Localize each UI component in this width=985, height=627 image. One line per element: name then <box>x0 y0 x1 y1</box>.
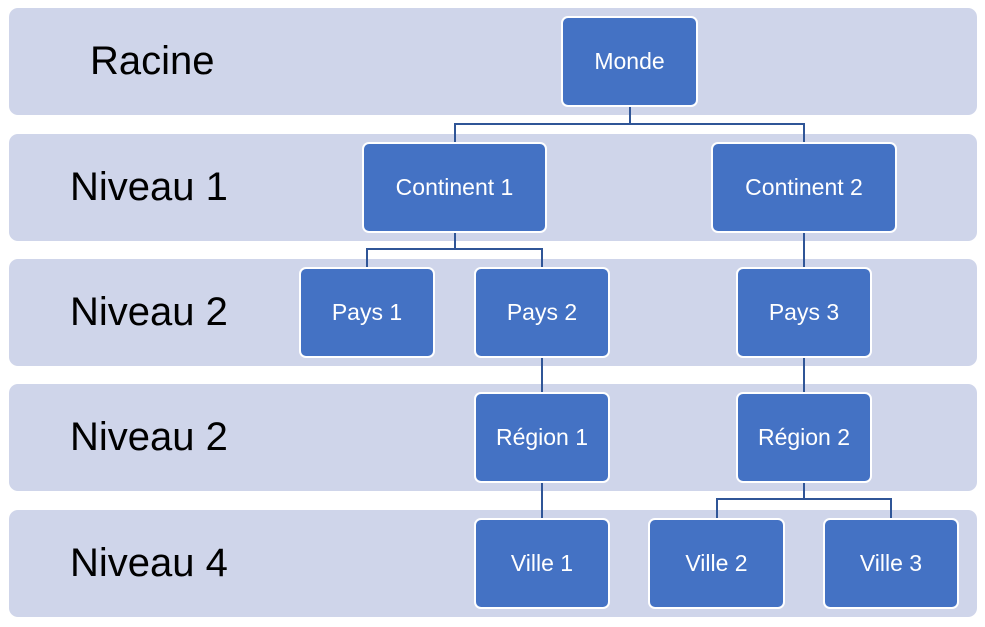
node-pays-1[interactable]: Pays 1 <box>299 267 435 358</box>
node-ville-2[interactable]: Ville 2 <box>648 518 785 609</box>
node-region-2[interactable]: Région 2 <box>736 392 872 483</box>
level-label-2: Niveau 2 <box>70 290 228 334</box>
node-pays-3[interactable]: Pays 3 <box>736 267 872 358</box>
node-ville-3[interactable]: Ville 3 <box>823 518 959 609</box>
level-label-root: Racine <box>90 39 215 83</box>
node-ville-1[interactable]: Ville 1 <box>474 518 610 609</box>
node-region-1[interactable]: Région 1 <box>474 392 610 483</box>
level-label-4: Niveau 4 <box>70 541 228 585</box>
node-pays-2[interactable]: Pays 2 <box>474 267 610 358</box>
node-continent-2[interactable]: Continent 2 <box>711 142 897 233</box>
level-label-1: Niveau 1 <box>70 165 228 209</box>
level-band-root <box>9 8 977 115</box>
node-monde[interactable]: Monde <box>561 16 698 107</box>
node-continent-1[interactable]: Continent 1 <box>362 142 547 233</box>
level-label-3: Niveau 2 <box>70 415 228 459</box>
